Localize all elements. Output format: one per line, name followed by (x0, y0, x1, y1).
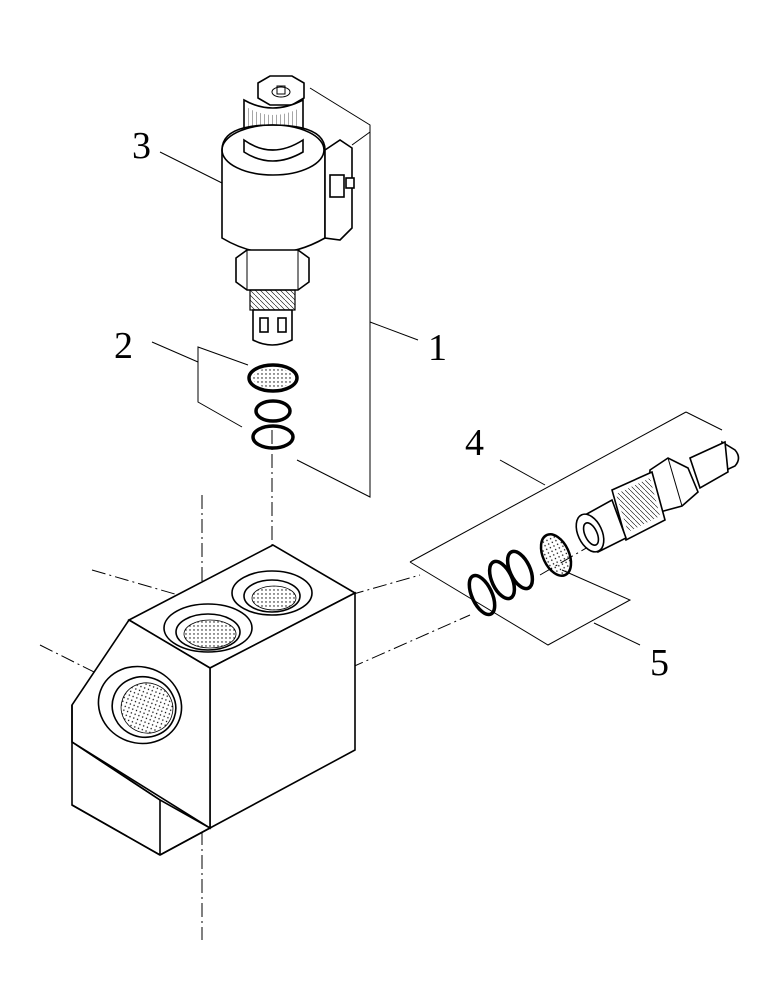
relief-valve-cartridge-icon (467, 440, 740, 617)
callout-2: 2 (114, 325, 133, 367)
callout-5: 5 (650, 642, 669, 684)
callout-4: 4 (465, 422, 484, 464)
solenoid-cartridge-valve-icon (221, 75, 355, 346)
manifold-block-icon (71, 544, 357, 856)
leader-lines (151, 87, 723, 646)
callout-labels: 1 2 3 4 5 (114, 125, 669, 684)
o-ring-seal-icon (247, 363, 299, 450)
callout-1: 1 (428, 327, 447, 369)
callout-3: 3 (132, 125, 151, 167)
